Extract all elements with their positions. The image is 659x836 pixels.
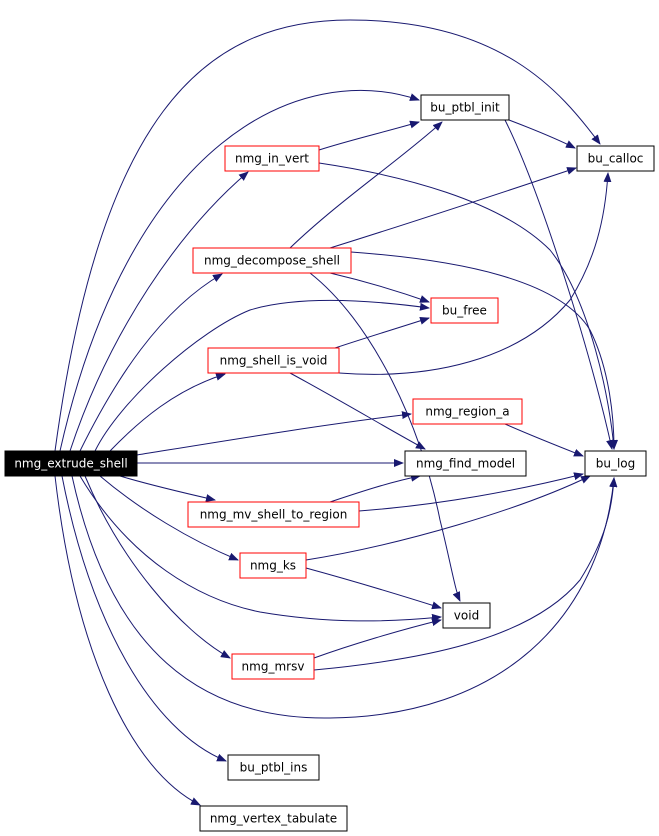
node-box: [187, 501, 360, 528]
node-label: nmg_decompose_shell: [204, 254, 340, 268]
edge-nmg_mv_shell_to_region-to-bu_log: [358, 472, 584, 512]
node-box: [584, 450, 647, 477]
node-bu_ptbl_ins[interactable]: bu_ptbl_ins: [227, 754, 320, 781]
edge-nmg_extrude_shell-to-nmg_mv_shell_to_region: [119, 475, 216, 502]
node-label: nmg_ks: [250, 559, 296, 573]
edge-nmg_extrude_shell-to-bu_ptbl_ins: [61, 475, 227, 762]
node-box: [412, 398, 523, 425]
nodes-layer: nmg_extrude_shell bu_ptbl_init nmg_in_vert…: [4, 94, 655, 832]
node-label: nmg_shell_is_void: [220, 354, 328, 368]
node-box: [199, 805, 348, 832]
node-nmg_mv_shell_to_region[interactable]: nmg_mv_shell_to_region: [187, 501, 360, 528]
node-void[interactable]: void: [442, 602, 491, 629]
node-box: [192, 247, 352, 274]
edge-bu_ptbl_init-to-bu_calloc: [508, 119, 576, 149]
node-nmg_ks[interactable]: nmg_ks: [239, 552, 307, 579]
node-nmg_extrude_shell[interactable]: nmg_extrude_shell: [4, 450, 138, 477]
node-label: nmg_mrsv: [242, 660, 305, 674]
edge-nmg_extrude_shell-to-nmg_in_vert: [69, 171, 249, 452]
edge-nmg_in_vert-to-bu_log: [318, 162, 618, 450]
node-bu_log[interactable]: bu_log: [584, 450, 647, 477]
edge-nmg_extrude_shell-to-nmg_decompose_shell: [79, 273, 223, 452]
node-label: bu_log: [596, 457, 636, 471]
edge-nmg_extrude_shell-to-bu_log: [71, 475, 618, 719]
edge-nmg_extrude_shell-to-nmg_region_a: [136, 411, 412, 456]
node-nmg_shell_is_void[interactable]: nmg_shell_is_void: [207, 347, 340, 374]
edge-nmg_decompose_shell-to-bu_ptbl_init: [289, 121, 443, 249]
edge-nmg_decompose_shell-to-bu_log: [350, 251, 618, 450]
edge-nmg_decompose_shell-to-bu_free: [329, 272, 430, 303]
edge-nmg_mrsv-to-bu_log: [313, 477, 618, 671]
node-nmg_region_a[interactable]: nmg_region_a: [412, 398, 523, 425]
node-bu_free[interactable]: bu_free: [430, 297, 499, 324]
node-box: [442, 602, 491, 629]
node-box: [239, 552, 307, 579]
node-box: [430, 297, 499, 324]
node-box: [207, 347, 340, 374]
edge-nmg_ks-to-void: [305, 567, 442, 610]
node-nmg_mrsv[interactable]: nmg_mrsv: [231, 653, 315, 680]
node-label: bu_calloc: [588, 152, 644, 166]
edge-nmg_region_a-to-bu_log: [504, 423, 584, 457]
edge-nmg_extrude_shell-to-nmg_vertex_tabulate: [54, 475, 201, 806]
edge-nmg_extrude_shell-to-bu_calloc: [54, 19, 601, 452]
edge-nmg_decompose_shell-to-bu_calloc: [329, 167, 577, 249]
node-label: nmg_vertex_tabulate: [210, 812, 337, 826]
node-nmg_decompose_shell[interactable]: nmg_decompose_shell: [192, 247, 352, 274]
node-box: [231, 653, 315, 680]
node-box: [420, 94, 510, 121]
edge-nmg_extrude_shell-to-nmg_shell_is_void: [109, 372, 226, 452]
node-label: bu_free: [442, 304, 487, 318]
edge-nmg_extrude_shell-to-nmg_ks: [99, 475, 239, 561]
node-box: [4, 450, 138, 477]
edge-nmg_shell_is_void-to-nmg_find_model: [289, 372, 426, 450]
edge-nmg_mrsv-to-void: [313, 618, 442, 659]
node-label: bu_ptbl_ins: [240, 761, 308, 775]
node-bu_ptbl_init[interactable]: bu_ptbl_init: [420, 94, 510, 121]
node-label: nmg_mv_shell_to_region: [200, 508, 348, 522]
edge-nmg_ks-to-bu_log: [305, 475, 591, 561]
node-box: [224, 145, 320, 172]
edge-nmg_shell_is_void-to-bu_free: [334, 316, 430, 349]
node-label: nmg_region_a: [425, 405, 509, 419]
edge-nmg_in_vert-to-bu_ptbl_init: [318, 120, 420, 151]
node-box: [227, 754, 320, 781]
node-bu_calloc[interactable]: bu_calloc: [576, 145, 655, 172]
node-nmg_vertex_tabulate[interactable]: nmg_vertex_tabulate: [199, 805, 348, 832]
edge-nmg_shell_is_void-to-bu_calloc: [338, 172, 612, 375]
node-nmg_find_model[interactable]: nmg_find_model: [404, 450, 527, 477]
edge-bu_ptbl_init-to-bu_log: [504, 119, 614, 450]
node-label: nmg_extrude_shell: [14, 457, 127, 471]
node-label: nmg_in_vert: [235, 152, 309, 166]
node-nmg_in_vert[interactable]: nmg_in_vert: [224, 145, 320, 172]
node-label: void: [454, 609, 479, 623]
node-label: bu_ptbl_init: [430, 101, 500, 115]
node-label: nmg_find_model: [416, 457, 515, 471]
node-box: [576, 145, 655, 172]
edge-nmg_extrude_shell-to-void: [79, 475, 442, 622]
edges-layer: [54, 19, 618, 806]
node-box: [404, 450, 527, 477]
edge-nmg_extrude_shell-to-nmg_mrsv: [84, 475, 231, 659]
edge-nmg_extrude_shell-to-bu_ptbl_init: [59, 89, 420, 452]
edge-nmg_mv_shell_to_region-to-nmg_find_model: [329, 473, 421, 503]
edge-nmg_extrude_shell-to-bu_free: [94, 299, 430, 452]
